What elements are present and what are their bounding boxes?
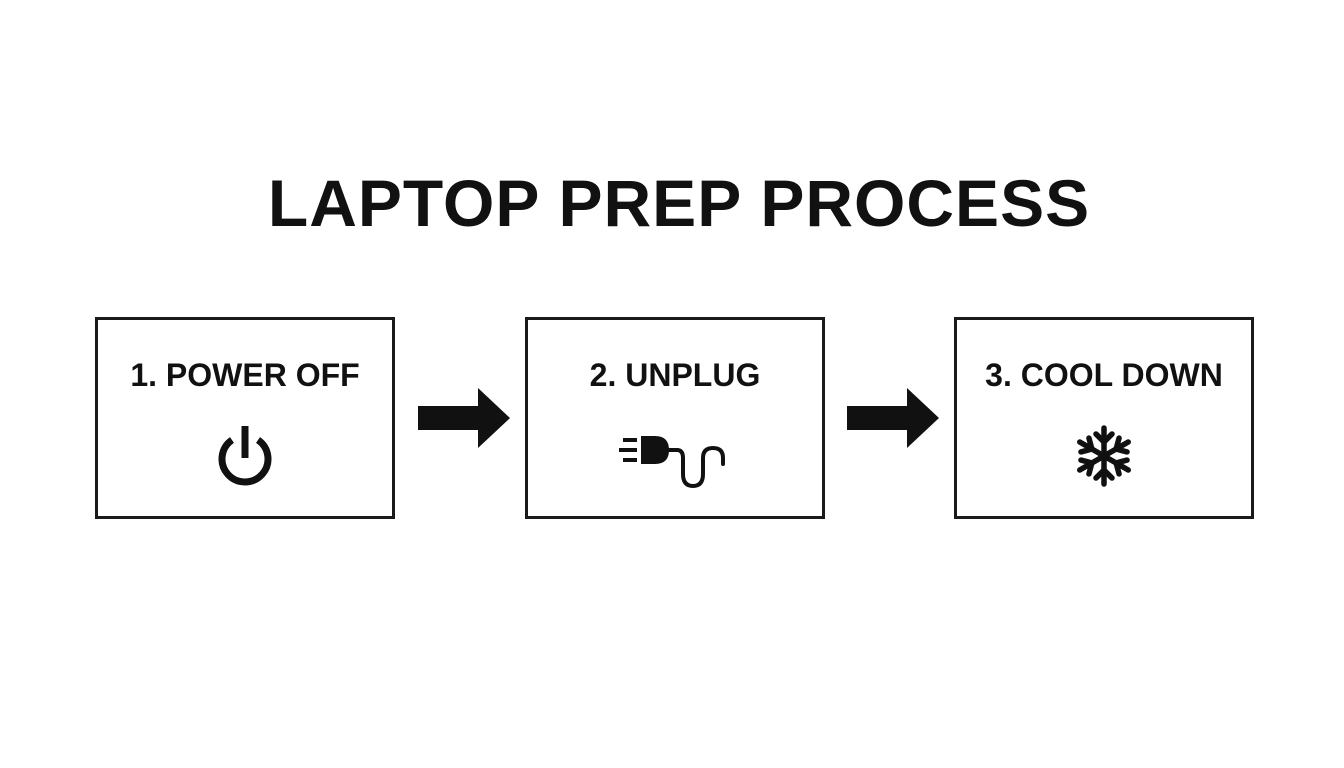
plug-icon bbox=[615, 418, 735, 494]
step-label: 3. COOL DOWN bbox=[985, 357, 1223, 393]
diagram-title: LAPTOP PREP PROCESS bbox=[267, 166, 1091, 240]
step-box-unplug: 2. UNPLUG bbox=[525, 317, 825, 519]
arrow-right-icon bbox=[847, 388, 939, 448]
step-label: 1. POWER OFF bbox=[130, 357, 360, 393]
power-icon bbox=[200, 418, 290, 494]
step-label: 2. UNPLUG bbox=[589, 357, 761, 393]
step-box-power-off: 1. POWER OFF bbox=[95, 317, 395, 519]
step-box-cool-down: 3. COOL DOWN bbox=[954, 317, 1254, 519]
snowflake-icon bbox=[1059, 418, 1149, 494]
arrow-right-icon bbox=[418, 388, 510, 448]
